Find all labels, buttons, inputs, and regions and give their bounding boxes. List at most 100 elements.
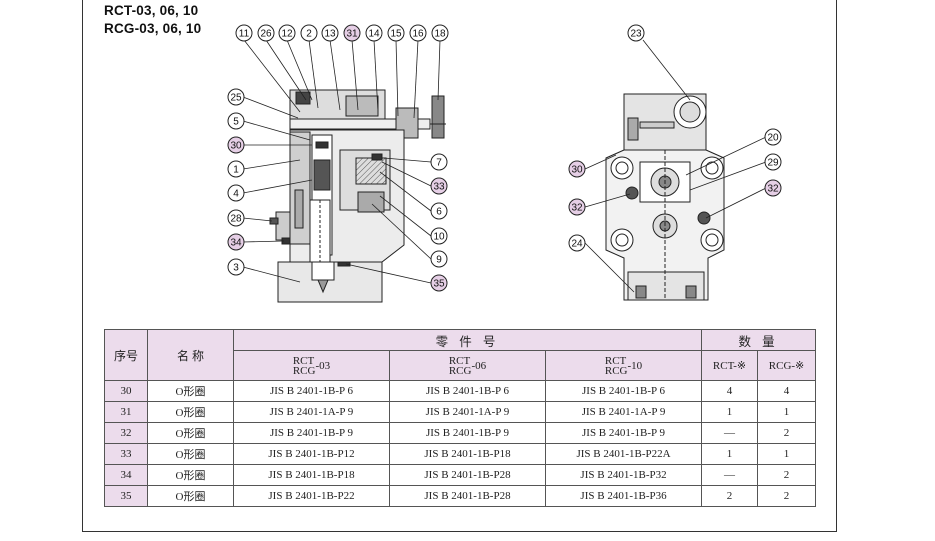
cell-rct: 2 [701, 485, 759, 507]
cell-rct: 4 [701, 380, 759, 402]
callout-number: 28 [230, 214, 242, 225]
callout-number: 18 [434, 29, 446, 40]
cell-no: 32 [104, 422, 148, 444]
cell-rcg: 2 [757, 464, 817, 486]
callout-number: 31 [346, 29, 358, 40]
page-border-left [82, 0, 83, 532]
callout-number: 10 [433, 232, 445, 243]
header-no: 序号 [104, 329, 148, 381]
callout-13: 13 [321, 24, 339, 42]
cell-p03: JIS B 2401-1A-P 9 [233, 401, 390, 423]
model-title-rct: RCT-03, 06, 10 [104, 3, 199, 18]
cell-name: O形圈 [147, 422, 234, 444]
cell-no: 34 [104, 464, 148, 486]
callout-number: 7 [436, 158, 442, 169]
cell-p06: JIS B 2401-1B-P 6 [389, 380, 546, 402]
callout-23: 23 [627, 24, 645, 42]
callout-number: 12 [281, 29, 293, 40]
callout-10: 10 [430, 227, 448, 245]
rct-label: RCT [448, 354, 471, 367]
rcg-label: RCG [292, 364, 316, 377]
cell-p03: JIS B 2401-1B-P12 [233, 443, 390, 465]
callout-number: 11 [239, 29, 250, 40]
header-part-no: 零 件 号 [232, 329, 703, 351]
callout-1: 1 [227, 160, 245, 178]
cell-rct: 1 [701, 443, 759, 465]
rct-label: RCT [292, 354, 315, 367]
callout-6: 6 [430, 202, 448, 220]
callout-number: 4 [233, 189, 239, 200]
cell-p03: JIS B 2401-1B-P22 [233, 485, 390, 507]
leader-lines-left [242, 39, 441, 284]
callout-number: 30 [230, 141, 242, 152]
rcg-label: RCG [604, 364, 628, 377]
callout-number: 20 [767, 133, 779, 144]
cell-p06: JIS B 2401-1B-P28 [389, 464, 546, 486]
cell-p10: JIS B 2401-1B-P 9 [544, 422, 703, 444]
cell-name: O形圈 [147, 380, 234, 402]
callout-number: 34 [230, 238, 242, 249]
callout-32: 32 [568, 198, 586, 216]
side-view-drawing [605, 93, 725, 301]
rcg-label: RCG [448, 364, 472, 377]
header-qty-rct: RCT-※ [701, 350, 759, 381]
callout-number: 25 [230, 93, 242, 104]
callout-number: 32 [767, 184, 779, 195]
callout-11: 11 [235, 24, 253, 42]
callout-18: 18 [431, 24, 449, 42]
size-10-label: -10 [627, 359, 643, 372]
cell-rct: — [701, 464, 759, 486]
page-border-bottom [82, 531, 837, 532]
cell-name: O形圈 [147, 401, 234, 423]
callout-number: 3 [233, 263, 239, 274]
cell-p10: JIS B 2401-1A-P 9 [544, 401, 703, 423]
cell-p06: JIS B 2401-1B-P18 [389, 443, 546, 465]
cell-p06: JIS B 2401-1B-P28 [389, 485, 546, 507]
callout-24: 24 [568, 234, 586, 252]
callout-number: 16 [412, 29, 424, 40]
page-border-right [836, 0, 837, 532]
cell-p03: JIS B 2401-1B-P 6 [233, 380, 390, 402]
size-03-label: -03 [315, 359, 331, 372]
callout-number: 14 [368, 29, 380, 40]
callout-number: 26 [260, 29, 272, 40]
callout-number: 5 [233, 117, 239, 128]
callout-number: 6 [436, 207, 442, 218]
size-06-label: -06 [471, 359, 487, 372]
cell-rct: 1 [701, 401, 759, 423]
callout-15: 15 [387, 24, 405, 42]
callout-number: 1 [233, 165, 239, 176]
callout-33: 33 [430, 177, 448, 195]
callout-number: 29 [767, 158, 779, 169]
callout-29: 29 [764, 153, 782, 171]
cell-no: 31 [104, 401, 148, 423]
cell-rcg: 2 [757, 485, 817, 507]
callout-number: 32 [571, 203, 583, 214]
callout-number: 33 [433, 182, 445, 193]
callout-number: 2 [306, 29, 312, 40]
cell-p03: JIS B 2401-1B-P 9 [233, 422, 390, 444]
cell-p10: JIS B 2401-1B-P 6 [544, 380, 703, 402]
callout-number: 23 [630, 29, 642, 40]
cell-rcg: 2 [757, 422, 817, 444]
cell-name: O形圈 [147, 443, 234, 465]
cell-p03: JIS B 2401-1B-P18 [233, 464, 390, 486]
callout-number: 35 [433, 279, 445, 290]
callout-4: 4 [227, 184, 245, 202]
callout-3: 3 [227, 258, 245, 276]
cell-rcg: 4 [757, 380, 817, 402]
callout-35: 35 [430, 274, 448, 292]
callout-30: 30 [227, 136, 245, 154]
cell-rct: — [701, 422, 759, 444]
callout-2: 2 [300, 24, 318, 42]
